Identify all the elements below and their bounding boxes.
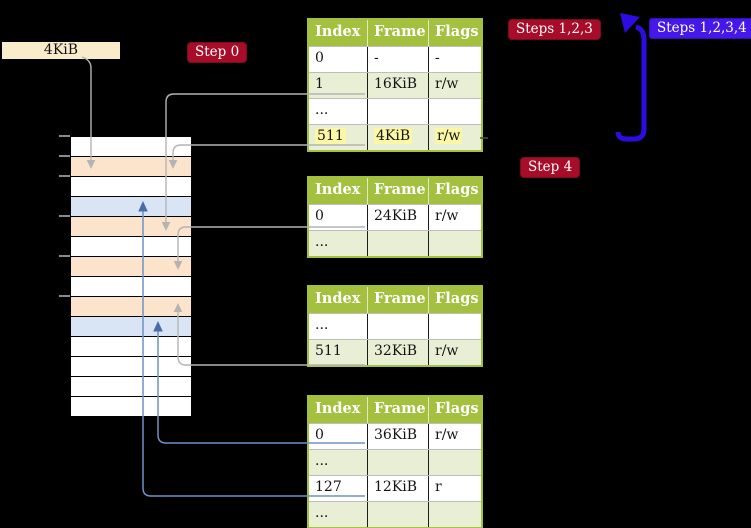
column-header: Index [315,23,361,40]
table-cell [428,99,481,124]
table-cell [367,314,428,339]
table-row: 0 -- [309,46,481,72]
memory-frame-row [71,257,191,277]
table-cell: ... [315,453,329,469]
address-tick [59,155,70,157]
table-cell [428,450,481,475]
table-cell: ... [315,317,329,333]
table-cell: r/w [428,125,481,150]
address-tick [59,175,70,177]
table-cell: 511 [315,343,342,359]
memory-frame-row [71,197,191,217]
table-cell [367,99,428,124]
memory-frame-row [71,297,191,317]
table-cell [428,231,481,256]
column-header: Index [315,290,361,307]
column-header: Flags [428,178,481,204]
table-cell [428,502,481,527]
column-header: Flags [428,287,481,313]
memory-frame-row [71,157,191,177]
table-cell: 16KiB [367,73,428,98]
memory-frame-row [71,397,191,416]
table-cell [367,502,428,527]
column-header: Frame [367,397,428,423]
table-row: ... [309,501,481,527]
column-header: Index [315,400,361,417]
table-cell: r/w [428,205,481,230]
table-cell: ... [315,505,329,521]
table-cell [367,231,428,256]
address-tick [59,255,70,257]
steps-loop-arrow [615,24,647,142]
steps-123-badge: Steps 1,2,3 [508,19,601,40]
table-row: ... [309,230,481,256]
column-header: Frame [367,20,428,46]
memory-frame-row [71,357,191,377]
table-cell: ... [315,234,329,250]
highlighted-value: 4KiB [374,128,413,144]
big-arrowhead-icon [620,13,640,33]
memory-frame-row [71,317,191,337]
table-cell: 24KiB [367,205,428,230]
memory-frame-row [71,237,191,257]
column-header: Frame [367,287,428,313]
table-row: ... [309,313,481,339]
column-header: Flags [428,20,481,46]
step-4-badge: Step 4 [520,157,581,178]
memory-frame-row [71,177,191,197]
table-cell: 36KiB [367,424,428,449]
column-header: Index [315,181,361,198]
memory-frame-row [71,137,191,157]
step-0-badge: Step 0 [187,42,248,63]
table-cell: - [428,47,481,72]
memory-frame-row [71,217,191,237]
address-tick [59,215,70,217]
address-tick [59,295,70,297]
table-cell: r [428,476,481,501]
physical-memory-column [70,136,192,417]
steps-1234-badge: Steps 1,2,3,4 [649,18,751,39]
table-cell: 0 [315,208,324,224]
table-cell [428,314,481,339]
table-row: ... [309,449,481,475]
memory-frame-row [71,377,191,397]
memory-frame-row [71,337,191,357]
table-cell: 0 [315,427,324,443]
highlighted-value: r/w [435,128,463,144]
memory-frame-row [71,277,191,297]
table-row: 511 4KiB r/w [309,124,481,150]
column-header: Flags [428,397,481,423]
table-cell: 0 [315,50,324,66]
table-cell: 32KiB [367,340,428,365]
column-header: Frame [367,178,428,204]
table-cell: r/w [428,424,481,449]
table-cell: r/w [428,73,481,98]
table-cell: r/w [428,340,481,365]
table-cell: 1 [315,76,324,92]
table-row: ... [309,98,481,124]
frame-size-label: 4KiB [2,42,120,59]
table-cell: - [367,47,428,72]
table-cell: 4KiB [367,125,428,150]
table-cell: 12KiB [367,476,428,501]
table-cell [367,450,428,475]
highlighted-value: 511 [315,128,346,144]
table-cell: 127 [315,479,342,495]
table-cell: ... [315,102,329,118]
table-cell: 511 [309,125,367,150]
address-tick [59,135,70,137]
